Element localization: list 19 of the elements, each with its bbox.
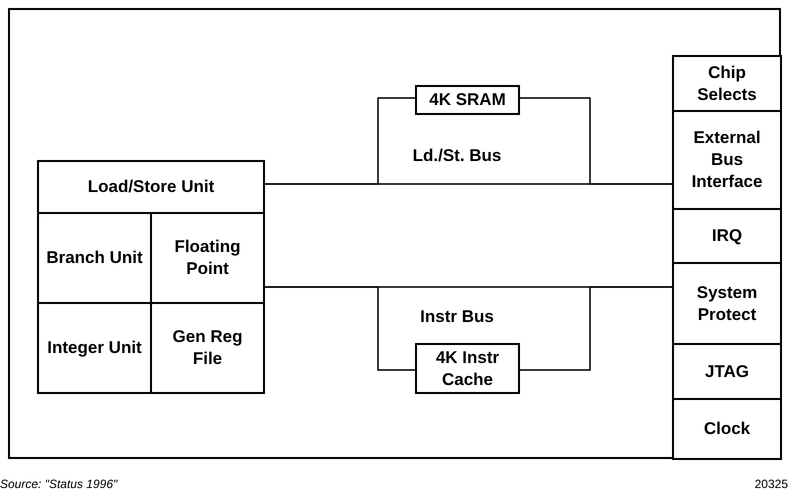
bus-line [518, 97, 672, 185]
source-note: Source: "Status 1996" [0, 476, 119, 493]
unit-box: System Protect [672, 262, 782, 345]
unit-box: Load/Store Unit [37, 160, 265, 214]
unit-box: Chip Selects [672, 55, 782, 112]
unit-box: External Bus Interface [672, 110, 782, 210]
unit-box: Integer Unit [37, 302, 152, 394]
bus-line [263, 286, 415, 371]
unit-box: 4K SRAM [415, 85, 520, 115]
unit-box: Clock [672, 398, 782, 460]
figure-number: 20325 [754, 476, 788, 493]
unit-box: Gen Reg File [150, 302, 265, 394]
unit-box: IRQ [672, 208, 782, 264]
bus-line [263, 97, 415, 185]
bus-label: Ld./St. Bus [412, 145, 502, 167]
unit-box: JTAG [672, 343, 782, 400]
unit-box: 4K Instr Cache [415, 343, 520, 394]
bus-label: Instr Bus [419, 306, 495, 328]
bus-line [518, 286, 672, 371]
